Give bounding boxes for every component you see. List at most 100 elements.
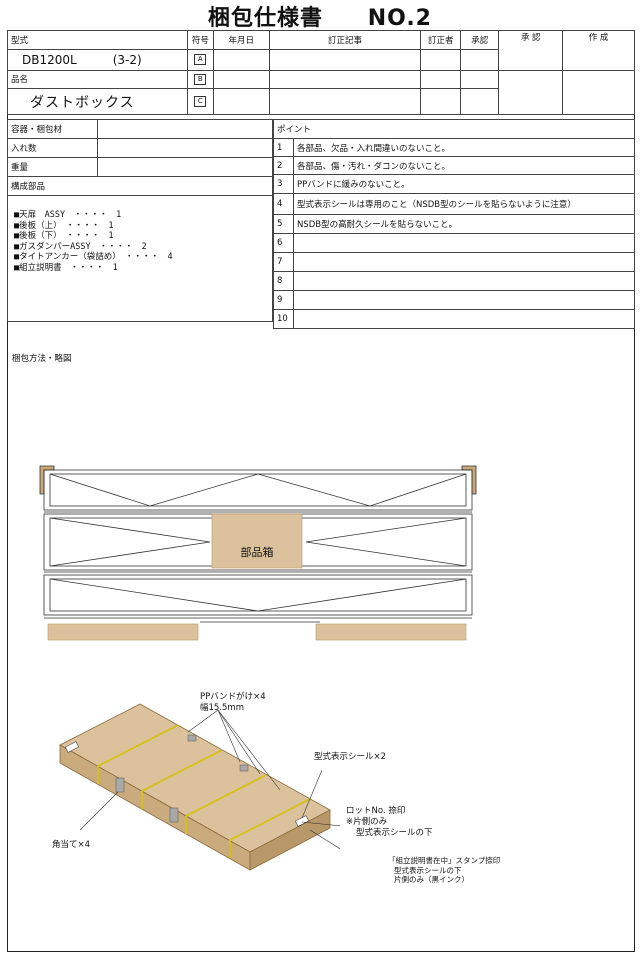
name-label: 品名 (7, 69, 188, 90)
point-text (292, 252, 636, 272)
leader-line (187, 709, 219, 733)
isometric-box-drawing (59, 703, 340, 871)
point-text (292, 290, 636, 310)
corner-protector (115, 777, 125, 793)
rev-a-approval (460, 48, 500, 71)
name-value: ダストボックス (7, 88, 188, 115)
point-text (292, 233, 636, 253)
bottom-panel-inner (49, 578, 467, 612)
stamp-annotation: 「組立説明書在中」スタンプ捺印 型式表示シールの下 片側のみ（黒インク） (388, 856, 500, 885)
pp-band-annotation: PPバンドがけ×4 幅15.5mm (200, 692, 266, 714)
component-item: ■後板（上） ・・・・ 1 (14, 220, 114, 231)
corner-label: 角当て×4 (52, 840, 91, 850)
point-number: 9 (273, 290, 294, 310)
model-seal (294, 815, 310, 827)
stamp-note-1: 型式表示シールの下 (394, 865, 462, 875)
component-item: ■後板（下） ・・・・ 1 (14, 231, 114, 241)
rev-a-date (212, 48, 270, 71)
rev-c-reviser (420, 88, 462, 115)
pp-band (229, 798, 311, 841)
corner-protector (187, 734, 197, 742)
rev-a-reviser (420, 48, 462, 71)
top-panel (43, 469, 473, 511)
skid-left (47, 623, 199, 641)
rev-symbol-c: C (194, 96, 207, 108)
top-panel-inner (49, 473, 467, 507)
pp-band-width: 幅15.5mm (200, 703, 244, 713)
point-number: 6 (273, 233, 294, 253)
weight-label: 重量 (7, 157, 98, 177)
point-number: 4 (273, 193, 294, 215)
pp-band (97, 724, 179, 767)
document-title: 梱包仕様書 NO.2 (0, 0, 640, 31)
point-number: 3 (273, 174, 294, 194)
header-table: 型式 符号 年月日 訂正記事 訂正者 承認 承 認 作 成 DB1200L(3-… (7, 30, 635, 116)
rev-b-date (212, 69, 270, 90)
drawing-section-label: 梱包方法・略図 (12, 354, 72, 364)
bottom-panel-brace (49, 578, 467, 612)
box-side-face (249, 809, 331, 871)
point-text: NSDB型の高耐久シールを貼らないこと。 (292, 214, 636, 234)
rev-a-text (268, 48, 422, 71)
pp-band (141, 749, 223, 792)
leader-line (301, 821, 340, 827)
leader-line (309, 829, 340, 850)
component-item: ■組立説明書 ・・・・ 1 (14, 262, 118, 273)
rev-symbol-a: A (194, 54, 207, 66)
rev-symbol-b: B (194, 73, 207, 85)
col-revision: 訂正記事 (268, 30, 422, 50)
point-number: 10 (273, 309, 294, 329)
create-stamp-cell (562, 69, 635, 116)
point-number: 2 (273, 156, 294, 175)
col-approval: 承認 (460, 30, 500, 50)
component-item: ■タイトアンカー（袋詰め） ・・・・ 4 (14, 252, 173, 262)
model-label: 型式 (7, 30, 188, 50)
lot-note-2: 型式表示シールの下 (356, 828, 433, 838)
model-seal-label: 型式表示シール×2 (314, 752, 387, 762)
title-main: 梱包仕様書 (208, 6, 324, 31)
lot-annotation: ロットNo. 捺印 ※片側のみ 型式表示シールの下 (346, 806, 433, 839)
point-text: 各部品、傷・汚れ・ダコンのないこと。 (292, 156, 636, 175)
components-list: ■天扉 ASSY ・・・・ 1 ■後板（上） ・・・・ 1 ■後板（下） ・・・… (14, 210, 173, 273)
stamp-label: 「組立説明書在中」スタンプ捺印 (388, 856, 501, 865)
point-text: 各部品、欠品・入れ間違いのないこと。 (292, 138, 636, 157)
rev-c-approval (460, 88, 500, 115)
container-value (96, 119, 274, 139)
rev-b-approval (460, 69, 500, 90)
rev-symbol-a-cell: A (186, 48, 214, 71)
top-panel-brace (49, 473, 467, 507)
point-text (292, 271, 636, 291)
middle-brace-right (305, 517, 467, 567)
col-date: 年月日 (212, 30, 270, 50)
parts-box (211, 513, 303, 569)
points-label: ポイント (273, 119, 635, 139)
lot-label: ロットNo. 捺印 (346, 806, 406, 816)
components-label: 構成部品 (7, 176, 273, 196)
point-number: 7 (273, 252, 294, 272)
pp-band (185, 774, 267, 817)
component-item: ■ガスダンパーASSY ・・・・ 2 (14, 241, 147, 252)
point-number: 5 (273, 214, 294, 234)
rev-symbol-b-cell: B (186, 69, 214, 90)
col-create: 作 成 (562, 30, 635, 71)
middle-brace-left (49, 517, 211, 567)
point-number: 8 (273, 271, 294, 291)
rev-b-reviser (420, 69, 462, 90)
stamp-note-2: 片側のみ（黒インク） (394, 875, 469, 884)
point-text: PPバンドに緩みのないこと。 (292, 174, 636, 194)
quantity-label: 入れ数 (7, 138, 98, 158)
title-number: NO.2 (367, 6, 432, 31)
rev-c-date (212, 88, 270, 115)
lot-note-1: ※片側のみ (346, 817, 388, 827)
point-number: 1 (273, 138, 294, 157)
weight-value (96, 157, 274, 177)
leader-line (79, 791, 119, 831)
rev-symbol-c-cell: C (186, 88, 214, 115)
approve-stamp-cell (498, 69, 564, 116)
pp-bands (97, 724, 311, 858)
container-label: 容器・梱包材 (7, 119, 98, 139)
corner-protector (239, 764, 249, 772)
model-seal (64, 741, 80, 753)
model-value-cell: DB1200L(3-2) (7, 48, 188, 71)
